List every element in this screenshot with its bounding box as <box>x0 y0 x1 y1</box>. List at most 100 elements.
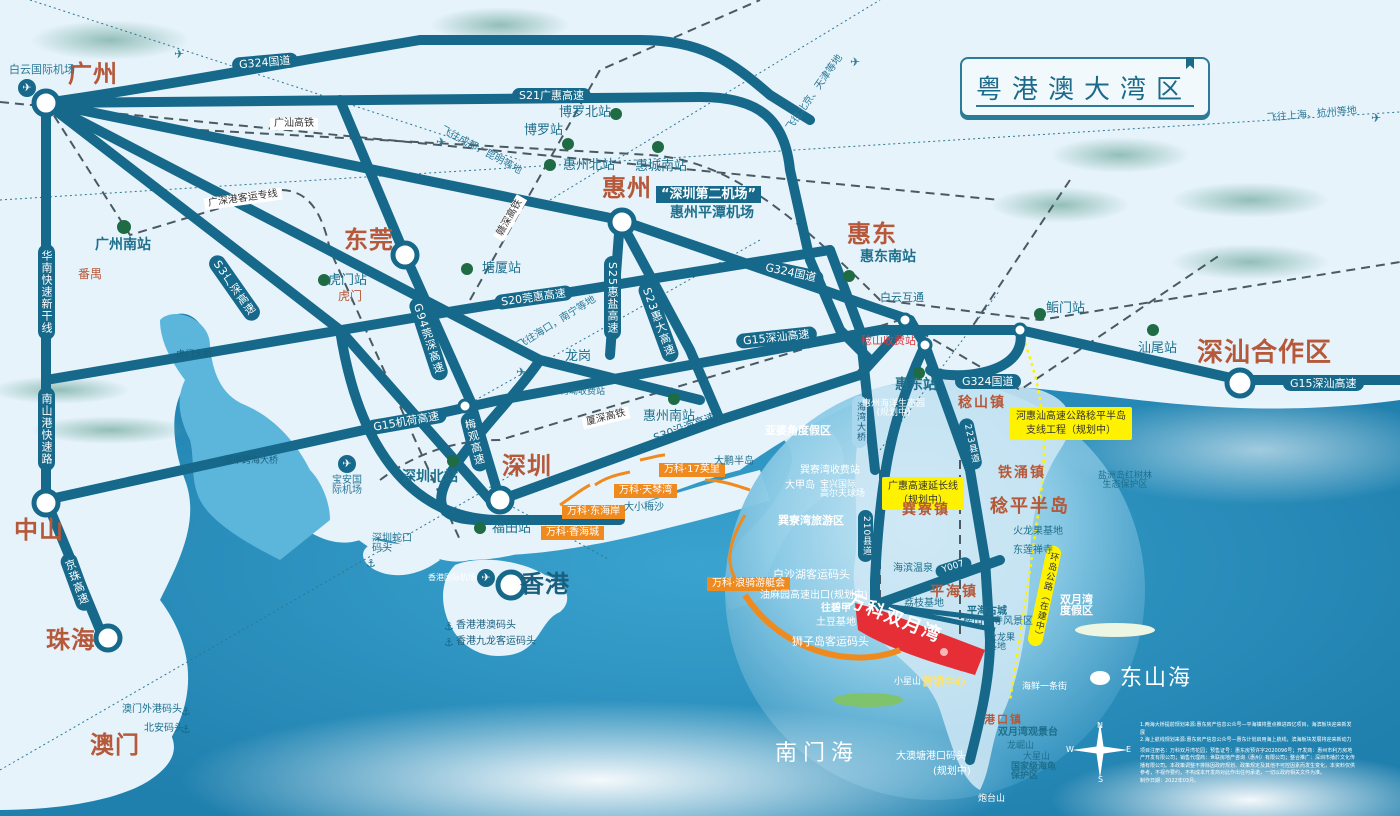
ink-cloud <box>30 416 190 444</box>
poi-baoxing: 宝兴国际 高尔夫球场 <box>820 481 865 499</box>
vanke-tianqin[interactable]: 万科·天琴湾 <box>614 484 678 498</box>
poi-text: 盐洲岛红树林 <box>1098 471 1153 481</box>
city-dongguan: 东莞 <box>344 226 394 254</box>
airport-baiyun: 白云国际机场 <box>9 63 75 76</box>
poi-turtle: 国家级海龟 保护区 <box>1011 763 1056 781</box>
cloud-right <box>1060 395 1400 505</box>
station-boluo-north: 博罗北站 <box>559 105 612 120</box>
city-zhuhai: 珠海 <box>46 626 96 654</box>
toll-hekeng: 荷坳收费站 <box>560 387 606 397</box>
orange-arrows <box>559 453 902 661</box>
station-haimen: 鲘门站 <box>1046 301 1086 316</box>
ink-cloud <box>1170 182 1330 218</box>
plane-icon: ✈ <box>1371 111 1382 125</box>
pearl-river-estuary <box>160 314 330 560</box>
station-tangxia: 塘厦站 <box>482 261 522 276</box>
poi-text: 保护区 <box>1011 771 1039 781</box>
poi-xiaoxingshan: 小星山 <box>894 677 922 687</box>
port-hk-macau: 香港港澳码头 <box>456 620 516 631</box>
title-underline <box>976 105 1194 107</box>
poi-pitaya-2: 火龙果 基地 <box>988 634 1015 652</box>
compass-n: N <box>1097 721 1103 730</box>
local-roads <box>874 602 1001 633</box>
location-pin-icon <box>938 646 950 658</box>
anchor-icon: ⚓ <box>444 636 454 649</box>
poi-text: 宝兴国际 <box>820 480 857 490</box>
poi-paotai: 炮台山 <box>978 794 1006 804</box>
city-nodes <box>31 88 1256 653</box>
poi-text: 生态保护区 <box>1102 480 1148 490</box>
station-boluo: 博罗站 <box>524 123 564 138</box>
station-futian: 福田站 <box>492 521 532 536</box>
islet <box>1090 671 1110 685</box>
poi-donglian: 东莲禅寺 <box>1013 545 1053 556</box>
road-s21: S21广惠高速 <box>512 88 591 103</box>
planning-text: (规划中) <box>876 408 911 418</box>
toll-wenshan: 稔山收费站 <box>861 334 916 347</box>
station-shanwei: 汕尾站 <box>1138 341 1178 356</box>
anchor-icon: ⚓ <box>366 557 376 570</box>
poi-wangbijia: 往碧甲 <box>821 603 851 614</box>
planning-text: 支线工程（规划中） <box>1026 424 1116 436</box>
poi-dajia: 大甲岛 <box>785 480 815 491</box>
town-xunliao: 巽寮镇 <box>902 502 950 518</box>
sea-dongshan: 东山海 <box>1120 666 1193 691</box>
planning-heshan-branch: 河惠汕高速公路稔平半岛 支线工程（规划中） <box>1010 407 1132 440</box>
poi-text: 火龙果 <box>988 633 1016 643</box>
planning-ocean-park: 惠州海洋生态园 (规划中) <box>862 400 925 418</box>
vanke-donghaian[interactable]: 万科·东海岸 <box>562 505 626 519</box>
poi-dapeng: 大鹏半岛 <box>714 456 754 467</box>
city-guangzhou: 广州 <box>68 60 118 88</box>
plane-icon: ✈ <box>436 135 447 149</box>
poi-resort: 双月湾 度假区 <box>1060 594 1093 616</box>
disclaimer-line: 制作日期：2022年03月。 <box>1140 777 1200 784</box>
road-210: 210县道 <box>858 510 873 563</box>
poi-potato: 土豆基地 <box>816 617 856 628</box>
poi-longgu: 龙崛山 <box>1007 741 1035 751</box>
town-pinghai: 平海镇 <box>930 584 978 600</box>
poi-text: 高尔夫球场 <box>820 489 866 499</box>
shekou-peninsula <box>363 543 440 576</box>
poi-text: 双月湾 <box>1060 593 1093 606</box>
cloud-bottom-right <box>1050 750 1400 816</box>
interchanges <box>457 312 1028 414</box>
yellow-planned-route <box>1008 329 1046 701</box>
road-g324-east: G324国道 <box>955 374 1021 389</box>
station-shenzhen-north: 深圳北站 <box>402 469 458 485</box>
train-station-icon <box>652 141 664 153</box>
city-zhongshan: 中山 <box>14 516 64 544</box>
planning-guanghui-ext: 广惠高速延长线 （规划中） <box>882 477 964 510</box>
cloud-bottom <box>180 700 1020 816</box>
title-box: 粤港澳大湾区 <box>960 57 1210 117</box>
poi-shuangyue-view: 双月湾观景台 <box>998 727 1058 738</box>
disclaimer-line: 1.两海大桥提前规划来源:惠东房产信息公众号—平海镇将重点推进四亿项目，海滨板块… <box>1140 722 1352 736</box>
station-guangzhou-south: 广州南站 <box>95 237 151 253</box>
airport-baoan: 宝安国际机场 <box>332 475 362 496</box>
town-gangkou: 港口镇 <box>984 713 1023 726</box>
city-hongkong: 香港 <box>520 570 570 598</box>
sales-center[interactable]: 营销中心 <box>922 675 966 688</box>
port-macau-outer: 澳门外港码头 <box>122 704 182 715</box>
vanke-yacht-club[interactable]: 万科·浪骑游艇会 <box>707 577 791 591</box>
district-panyu: 番禺 <box>78 267 103 281</box>
anchor-icon: ⚓ <box>181 723 191 736</box>
vanke-xianghai[interactable]: 万科·香海城 <box>541 526 605 540</box>
peninsula-wenping: 稔平半岛 <box>990 496 1070 517</box>
poi-text: 基地 <box>988 642 1007 652</box>
station-humen: 虎门站 <box>328 273 368 288</box>
district-longgang: 龙岗 <box>565 349 592 364</box>
port-baishahu: 白沙湖客运码头 <box>773 568 850 581</box>
train-station-icon <box>668 393 680 405</box>
toll-xunliao: 巽寮湾收费站 <box>800 465 860 476</box>
planning-text: 广惠高速延长线 <box>888 481 958 492</box>
road-baiyun-interchange: 白云互通 <box>880 291 924 304</box>
train-station-icon <box>544 159 556 171</box>
disclaimer: 1.两海大桥提前规划来源:惠东房产信息公众号—平海镇将重点推进四亿项目，海滨板块… <box>1140 722 1355 785</box>
vanke-17miles[interactable]: 万科·17英里 <box>659 463 725 477</box>
station-huicheng-south: 惠城南站 <box>635 159 688 174</box>
sea-nanmen: 南门海 <box>775 741 860 766</box>
city-shenshan: 深汕合作区 <box>1197 338 1333 368</box>
train-station-icon <box>461 263 473 275</box>
ink-cloud <box>430 7 570 43</box>
